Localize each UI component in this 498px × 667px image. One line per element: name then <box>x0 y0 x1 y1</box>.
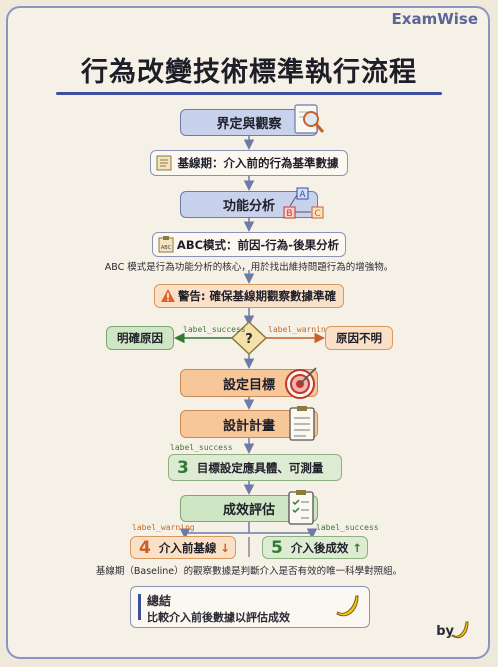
banana-icon <box>336 595 359 617</box>
step-baseline: 基線期：介入前的行為基準數據 <box>150 150 348 176</box>
document-icon <box>156 155 172 171</box>
warning-label: 警告: 確保基線期觀察數據準確 <box>177 289 337 303</box>
pre-intervention-label: 介入前基線 <box>158 540 217 555</box>
tag-warning-right: label_warning <box>268 325 331 334</box>
tag-success-goal: label_success <box>170 443 233 452</box>
abc-flow-icon: A B C <box>283 187 324 219</box>
step-evaluate-label: 成效評估 <box>222 503 275 518</box>
step-design-plan-label: 設計計畫 <box>222 418 275 434</box>
brand-logo: ExamWise <box>391 10 478 28</box>
post-intervention-label: 介入後成效 <box>290 540 349 555</box>
tag-success-post: label_success <box>316 523 379 532</box>
step-abc: ABC模式：前因-行為-後果分析 <box>152 232 346 257</box>
title-underline <box>56 92 442 95</box>
banana-small-icon <box>451 621 469 639</box>
summary-box: 總結 比較介入前後數據以評估成效 <box>130 586 370 628</box>
baseline-note: 基線期（Baseline）的觀察數據是判斷介入是否有效的唯一科學對照組。 <box>95 566 403 577</box>
goal-number: 3 <box>177 457 189 478</box>
goal-specific-label: 目標設定應具體、可測量 <box>196 460 324 475</box>
page-title: 行為改變技術標準執行流程 <box>81 57 417 88</box>
warning-icon <box>161 289 175 302</box>
clipboard-icon: ABC <box>158 236 174 253</box>
warning-box: 警告: 確保基線期觀察數據準確 <box>154 284 344 308</box>
checklist-icon <box>289 406 315 441</box>
tag-warning-pre: label_warning <box>132 523 195 532</box>
arrow-up-icon: ↑ <box>352 540 362 555</box>
goal-specific-box: 3 目標設定應具體、可測量 <box>168 454 342 481</box>
evaluation-checklist-icon <box>288 490 314 525</box>
step-abc-label: ABC模式：前因-行為-後果分析 <box>176 237 340 252</box>
tag-success-left: label_success <box>183 325 246 334</box>
svg-text:A: A <box>299 190 306 200</box>
post-number: 5 <box>271 537 283 558</box>
pre-number: 4 <box>139 537 151 558</box>
decision-diamond <box>230 320 268 356</box>
summary-heading: 總結 <box>147 594 172 608</box>
abc-note: ABC 模式是行為功能分析的核心，用於找出維持問題行為的增強物。 <box>104 262 394 273</box>
svg-text:C: C <box>314 209 320 219</box>
summary-body: 比較介入前後數據以評估成效 <box>147 611 290 624</box>
summary-accent-bar <box>138 594 141 620</box>
footer-by-text: by <box>436 624 454 639</box>
branch-unclear-cause-label: 原因不明 <box>336 331 382 345</box>
arrow-down-icon: ↓ <box>220 540 230 555</box>
svg-text:B: B <box>286 209 292 219</box>
decision-mark: ? <box>245 332 253 347</box>
step-define-label: 界定與觀察 <box>216 117 282 132</box>
post-intervention-box: 5 介入後成效 ↑ <box>262 536 368 559</box>
step-baseline-label: 基線期：介入前的行為基準數據 <box>177 156 339 170</box>
footer-by: by <box>436 624 454 639</box>
pre-intervention-box: 4 介入前基線 ↓ <box>130 536 236 559</box>
svg-text:ABC: ABC <box>161 245 172 251</box>
step-set-goal-label: 設定目標 <box>222 377 275 393</box>
branch-unclear-cause: 原因不明 <box>325 326 393 350</box>
branch-clear-cause: 明確原因 <box>106 326 174 350</box>
target-icon <box>285 367 317 399</box>
step-functional-label: 功能分析 <box>222 199 275 214</box>
magnifier-icon <box>294 104 325 134</box>
branch-clear-cause-label: 明確原因 <box>117 331 163 345</box>
